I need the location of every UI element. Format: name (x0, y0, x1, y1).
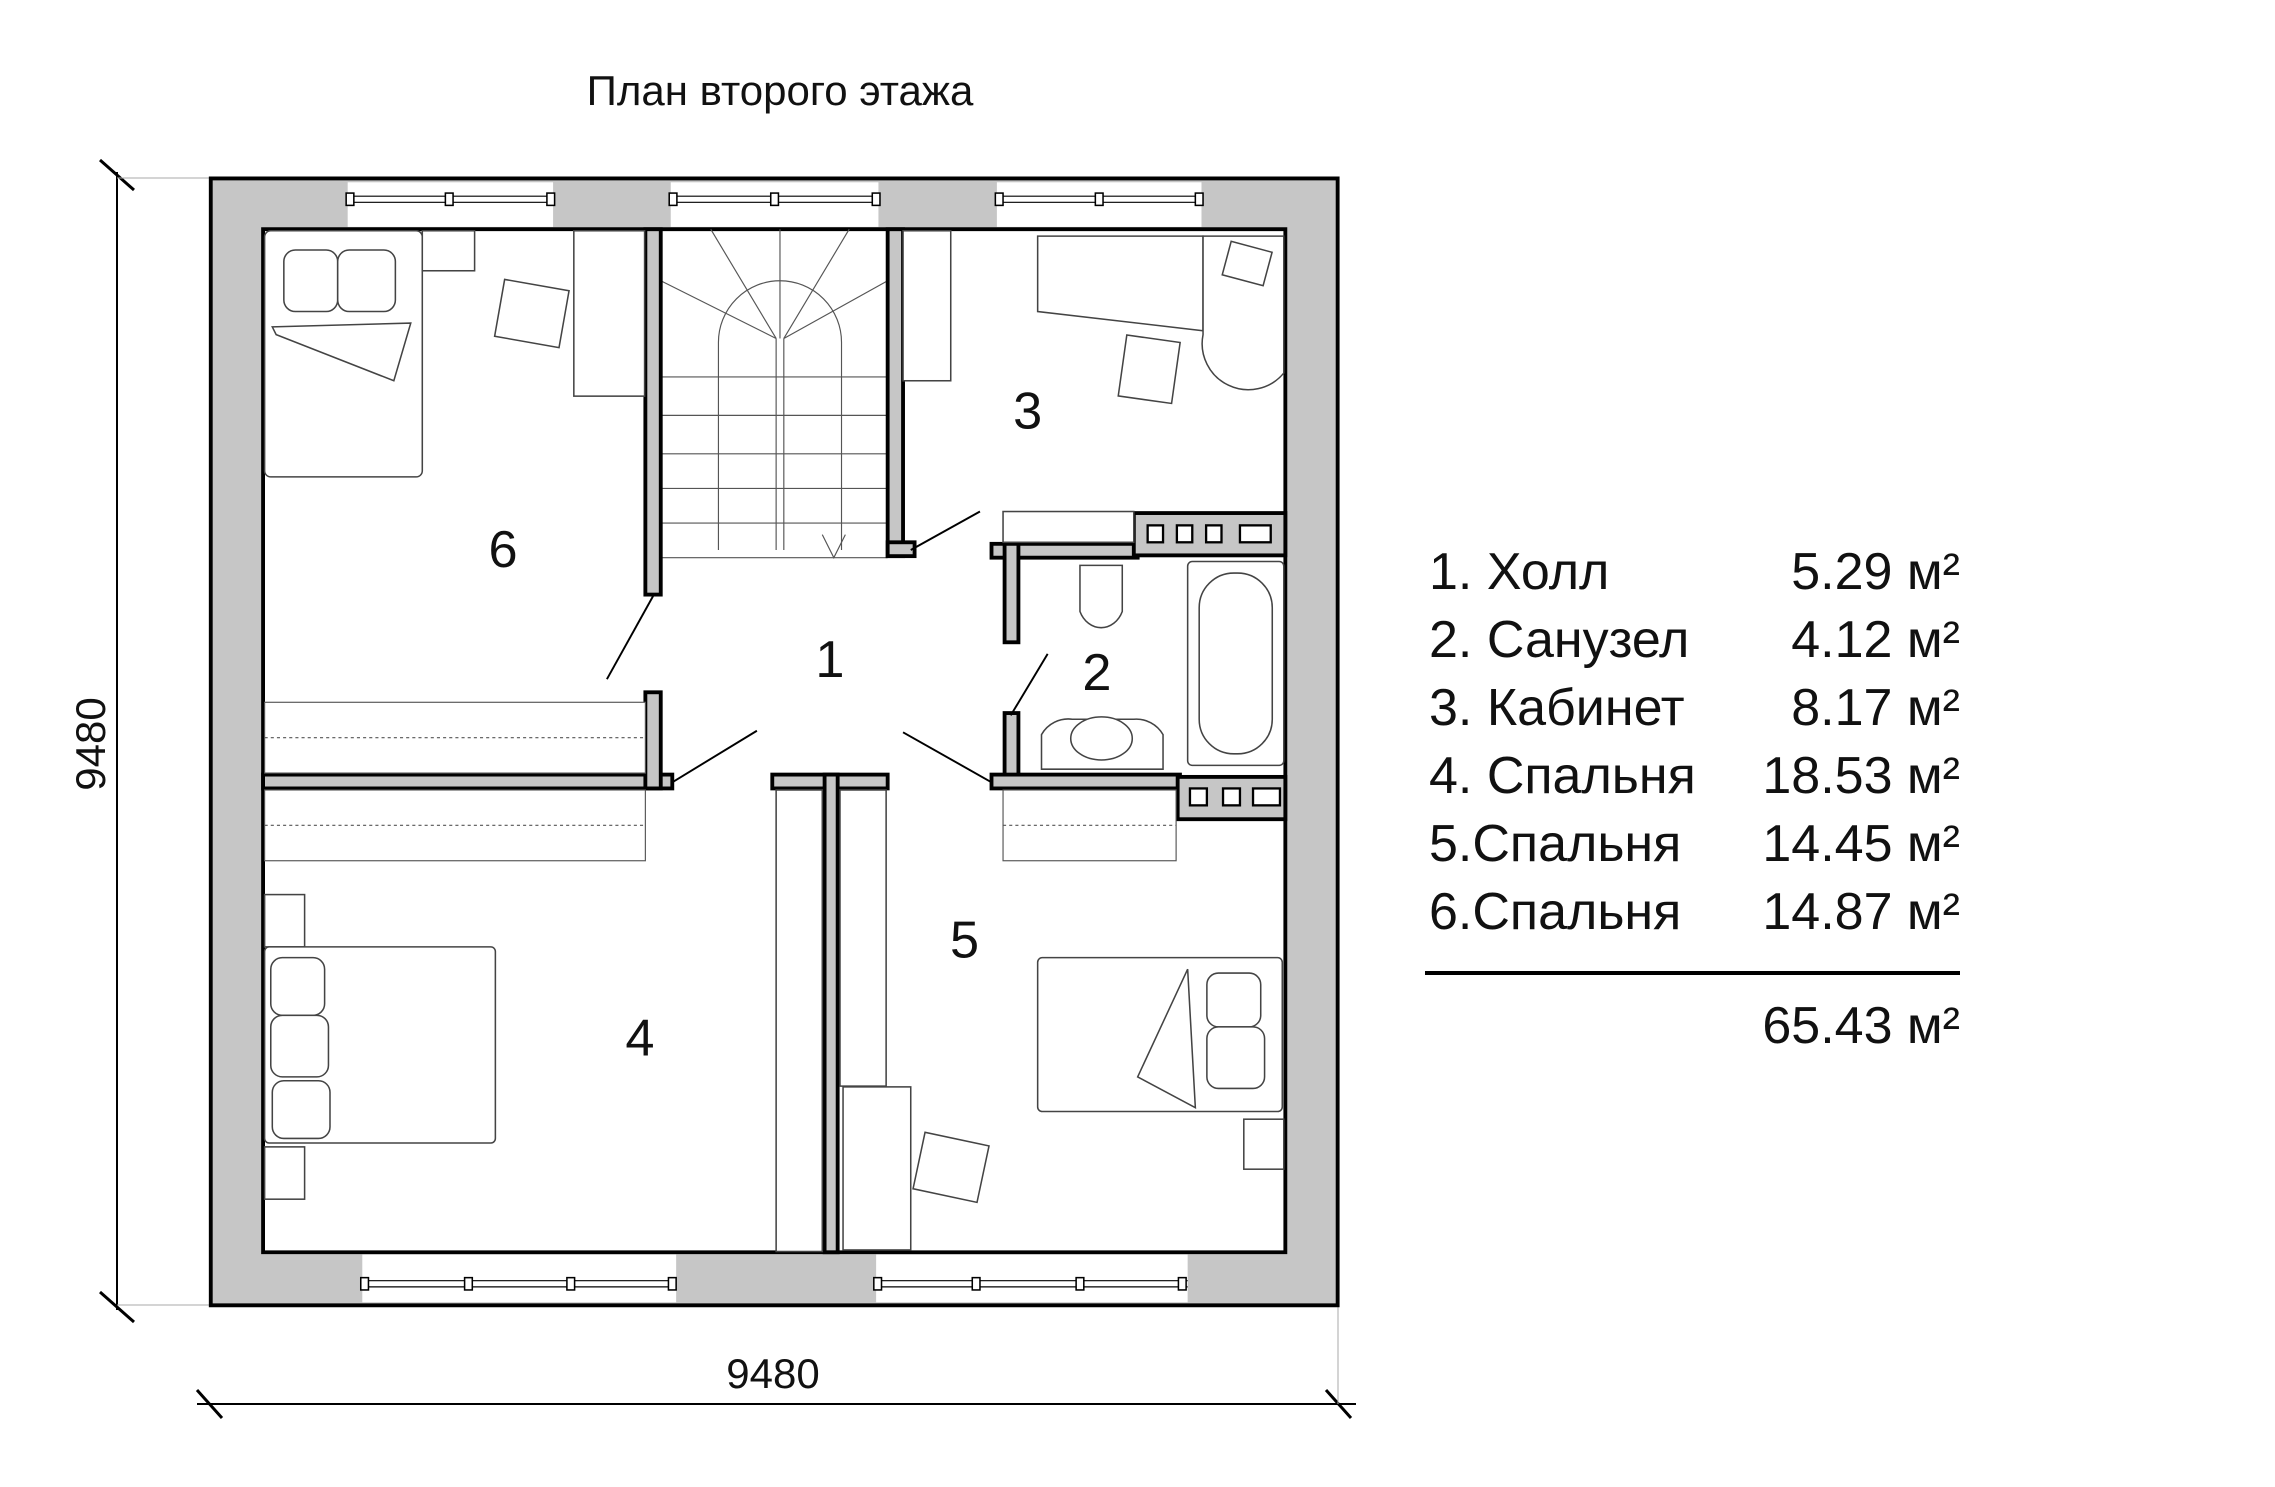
windows-top (345, 177, 1204, 230)
plan-title: План второго этажа (587, 67, 974, 114)
legend-area: 14.87 м² (1762, 883, 1960, 941)
furniture (263, 229, 1285, 1253)
legend-area: 18.53 м² (1762, 747, 1960, 805)
room-number-3: 3 (1013, 382, 1042, 440)
windows-bottom (359, 1254, 1188, 1307)
area-legend: 1. Холл 5.29 м² 2. Санузел 4.12 м² 3. Ка… (1425, 543, 1960, 1055)
dimension-vertical: 9480 (67, 158, 211, 1324)
legend-label: 3. Кабинет (1429, 679, 1685, 737)
dimension-horizontal: 9480 (195, 1305, 1356, 1419)
legend-label: 4. Спальня (1429, 747, 1696, 805)
room-number-4: 4 (625, 1009, 654, 1067)
doors (606, 510, 1049, 784)
legend-label: 1. Холл (1429, 543, 1609, 601)
legend-total: 65.43 м² (1762, 997, 1960, 1055)
width-dimension-label: 9480 (726, 1350, 819, 1397)
wardrobe-4 (264, 789, 646, 862)
inner-walls (261, 227, 1288, 1255)
wardrobe-5 (1002, 789, 1177, 862)
room-number-2: 2 (1082, 644, 1111, 702)
legend-area: 14.45 м² (1762, 815, 1960, 873)
room-number-5: 5 (950, 912, 979, 970)
staircase (660, 228, 888, 559)
legend-label: 2. Санузел (1429, 611, 1689, 669)
legend-area: 5.29 м² (1791, 543, 1960, 601)
legend-label: 5.Спальня (1429, 815, 1681, 873)
room-number-6: 6 (489, 521, 518, 579)
wardrobe-6 (264, 701, 646, 774)
outer-walls (208, 176, 1340, 1308)
legend-area: 8.17 м² (1791, 679, 1960, 737)
room-labels: 1 2 3 4 5 6 (489, 382, 1112, 1067)
legend-label: 6.Спальня (1429, 883, 1681, 941)
legend-area: 4.12 м² (1791, 611, 1960, 669)
height-dimension-label: 9480 (67, 697, 114, 790)
room-number-1: 1 (815, 631, 844, 689)
